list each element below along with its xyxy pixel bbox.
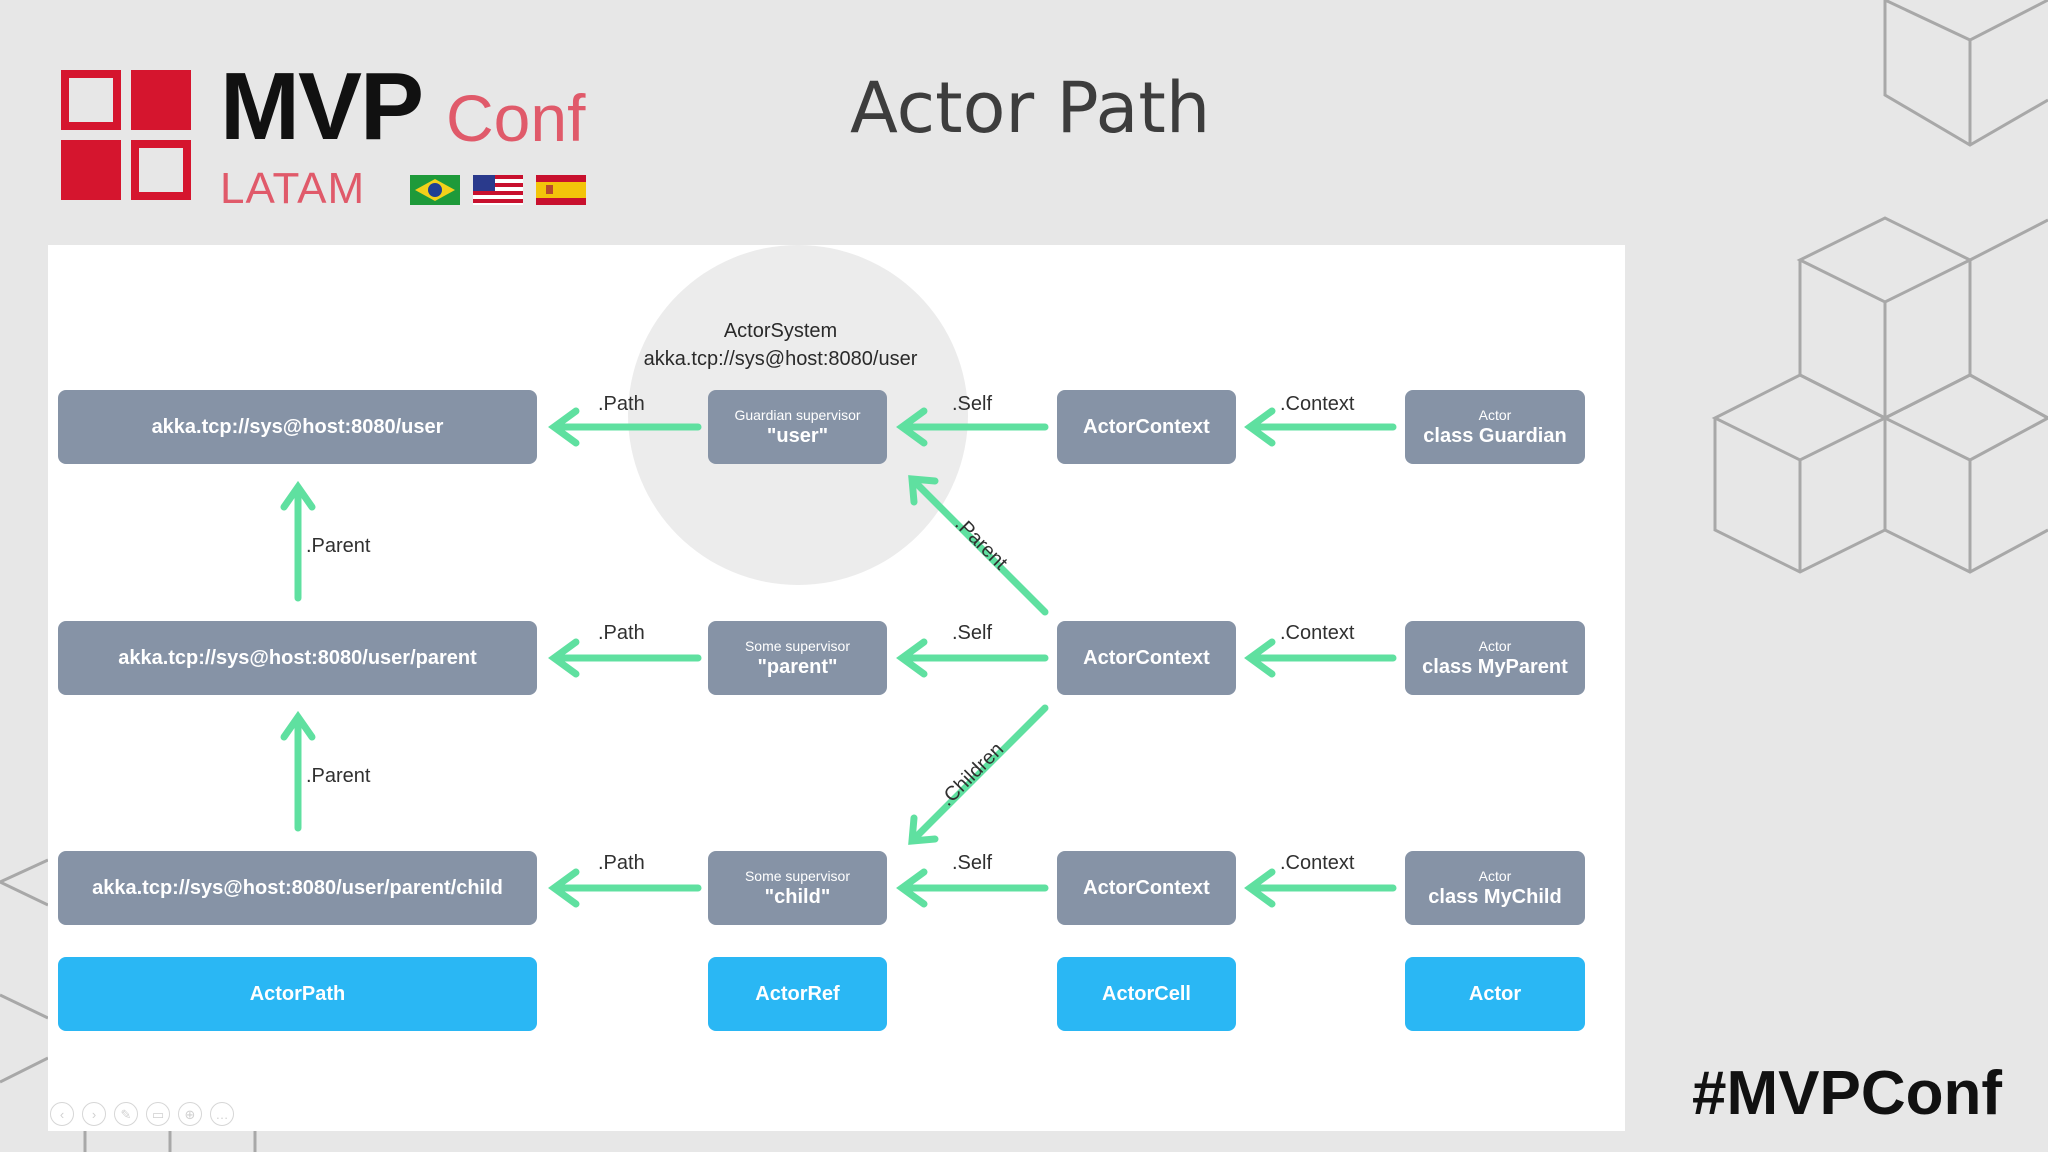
legend-actor-cell: ActorCell xyxy=(1057,957,1236,1031)
actor-ref-name: "child" xyxy=(764,885,831,908)
actor-class-name: class MyChild xyxy=(1428,885,1562,908)
pen-icon[interactable]: ✎ xyxy=(114,1102,138,1126)
brazil-flag xyxy=(410,175,460,205)
usa-flag xyxy=(473,175,523,205)
actor-context-text: ActorContext xyxy=(1083,415,1210,438)
forward-icon[interactable]: › xyxy=(82,1102,106,1126)
slide-title: Actor Path xyxy=(850,67,1211,149)
actor-context-text: ActorContext xyxy=(1083,646,1210,669)
arrow-path-row-1 xyxy=(548,407,702,447)
actor-path-box-user: akka.tcp://sys@host:8080/user xyxy=(58,390,537,464)
mvp-conf-logo: MVP Conf LATAM xyxy=(60,53,620,220)
actor-context-box-2: ActorContext xyxy=(1057,621,1236,695)
actor-path-box-parent: akka.tcp://sys@host:8080/user/parent xyxy=(58,621,537,695)
legend-label: Actor xyxy=(1468,982,1522,1005)
actor-ref-box-user: Guardian supervisor "user" xyxy=(708,390,887,464)
slides-icon[interactable]: ▭ xyxy=(146,1102,170,1126)
arrows xyxy=(280,407,1397,908)
actor-path-text: akka.tcp://sys@host:8080/user xyxy=(151,415,444,438)
arrow-context-row-3 xyxy=(1244,868,1397,908)
more-icon[interactable]: … xyxy=(210,1102,234,1126)
arrow-parent-vertical-2 xyxy=(280,710,316,832)
legend-actor-path: ActorPath xyxy=(58,957,537,1031)
legend-actor: Actor xyxy=(1405,957,1585,1031)
arrow-path-row-2 xyxy=(548,638,702,678)
actor-class-name: class Guardian xyxy=(1423,424,1567,447)
edge-label-path-3: .Path xyxy=(598,852,645,874)
arrow-parent-diagonal xyxy=(908,475,1049,616)
arrow-path-row-3 xyxy=(548,868,702,908)
arrow-context-row-1 xyxy=(1244,407,1397,447)
slide-nav-toolbar: ‹ › ✎ ▭ ⊕ … xyxy=(50,1102,234,1126)
actor-context-box-3: ActorContext xyxy=(1057,851,1236,925)
actor-ref-subtitle: Some supervisor xyxy=(744,637,851,654)
actor-system-title: ActorSystem xyxy=(723,320,838,342)
actor-class-box-mychild: Actor class MyChild xyxy=(1405,851,1585,925)
legend-label: ActorPath xyxy=(249,982,346,1005)
edge-label-context-2: .Context xyxy=(1280,622,1355,644)
diagram-panel: ActorSystem akka.tcp://sys@host:8080/use… xyxy=(48,245,1625,1131)
back-icon[interactable]: ‹ xyxy=(50,1102,74,1126)
edge-label-parent-vertical-1: .Parent xyxy=(306,535,371,557)
logo-square-filled-bottom xyxy=(61,140,121,200)
actor-class-subtitle: Actor xyxy=(1478,867,1512,884)
spain-flag xyxy=(536,175,586,205)
edge-label-path-1: .Path xyxy=(598,393,645,415)
conference-hashtag: #MVPConf xyxy=(1692,1059,2002,1128)
edge-label-self-2: .Self xyxy=(952,622,993,644)
legend-actor-ref: ActorRef xyxy=(708,957,887,1031)
actor-class-name: class MyParent xyxy=(1422,655,1568,678)
actor-context-box-1: ActorContext xyxy=(1057,390,1236,464)
edge-label-self-3: .Self xyxy=(952,852,993,874)
arrow-parent-vertical-1 xyxy=(280,480,316,602)
actor-ref-subtitle: Some supervisor xyxy=(744,867,851,884)
logo-conf-text: Conf xyxy=(446,81,586,155)
actor-class-subtitle: Actor xyxy=(1478,406,1512,423)
actor-ref-box-child: Some supervisor "child" xyxy=(708,851,887,925)
actor-path-text: akka.tcp://sys@host:8080/user/parent xyxy=(118,646,477,669)
actor-class-box-myparent: Actor class MyParent xyxy=(1405,621,1585,695)
actor-class-subtitle: Actor xyxy=(1478,637,1512,654)
actor-ref-name: "user" xyxy=(766,424,829,447)
logo-latam-text: LATAM xyxy=(220,164,366,213)
arrow-self-row-3 xyxy=(896,868,1049,908)
edge-label-path-2: .Path xyxy=(598,622,645,644)
logo-graphic xyxy=(61,70,586,205)
actor-ref-box-parent: Some supervisor "parent" xyxy=(708,621,887,695)
actor-path-text: akka.tcp://sys@host:8080/user/parent/chi… xyxy=(92,876,503,899)
logo-mvp-text: MVP xyxy=(220,53,424,160)
logo-square-outline-bottom xyxy=(131,140,191,200)
edge-label-parent-vertical-2: .Parent xyxy=(306,765,371,787)
actor-system-label: ActorSystem akka.tcp://sys@host:8080/use… xyxy=(608,317,953,373)
logo-square-outline-top xyxy=(61,70,121,130)
edge-label-context-3: .Context xyxy=(1280,852,1355,874)
actor-class-box-guardian: Actor class Guardian xyxy=(1405,390,1585,464)
edge-label-context-1: .Context xyxy=(1280,393,1355,415)
actor-ref-subtitle: Guardian supervisor xyxy=(734,406,861,423)
zoom-icon[interactable]: ⊕ xyxy=(178,1102,202,1126)
arrow-self-row-2 xyxy=(896,638,1049,678)
actor-ref-name: "parent" xyxy=(757,655,838,678)
legend-label: ActorRef xyxy=(755,982,840,1005)
logo-square-filled-top xyxy=(131,70,191,130)
legend-label: ActorCell xyxy=(1102,982,1191,1005)
arrow-children-diagonal xyxy=(908,704,1049,845)
arrow-self-row-1 xyxy=(896,407,1049,447)
actor-path-box-child: akka.tcp://sys@host:8080/user/parent/chi… xyxy=(58,851,537,925)
actor-context-text: ActorContext xyxy=(1083,876,1210,899)
edge-label-self-1: .Self xyxy=(952,393,993,415)
actor-system-path: akka.tcp://sys@host:8080/user xyxy=(643,348,918,370)
arrow-context-row-2 xyxy=(1244,638,1397,678)
